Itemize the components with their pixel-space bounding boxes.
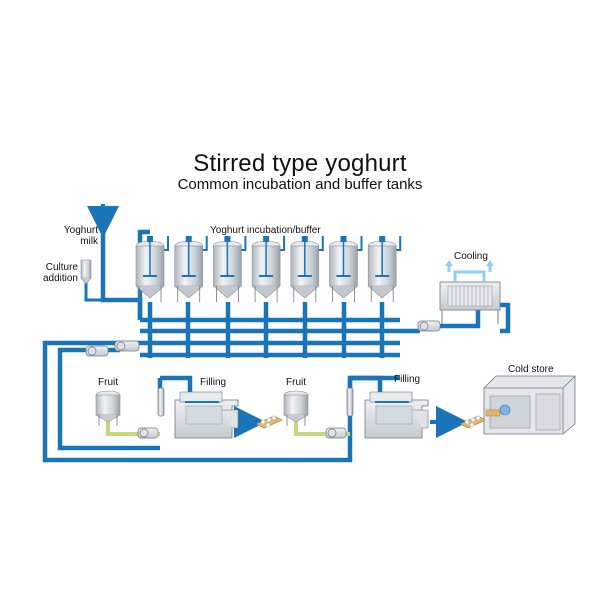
label-fruit-1: Fruit (98, 377, 118, 388)
fruit-tank-2 (283, 390, 309, 426)
pump-2 (85, 345, 109, 357)
pump-1 (114, 340, 140, 352)
label-incubation: Yoghurt incubation/buffer (210, 225, 321, 236)
label-yoghurt-milk: Yoghurt milk (63, 225, 98, 247)
label-culture-addition: Culture addition (42, 262, 78, 284)
label-fruit-2: Fruit (286, 377, 306, 388)
inline-mixer-1 (157, 387, 165, 417)
culture-pipe (84, 278, 103, 302)
fruit-pipe-2 (294, 418, 328, 436)
cup-pack-2 (459, 415, 487, 429)
incubation-tank-1 (135, 236, 169, 302)
incubation-tank-7 (367, 236, 402, 302)
inline-mixer-2 (346, 387, 354, 417)
filler2-top (350, 375, 383, 395)
label-cooling: Cooling (454, 251, 488, 262)
pump-3 (417, 320, 441, 332)
label-filling-2: Filling (394, 374, 421, 385)
diagram-subtitle: Common incubation and buffer tanks (177, 176, 423, 193)
incubation-tank-3 (213, 236, 247, 302)
fruit-pump-2 (325, 427, 347, 439)
fruit-tank-1 (95, 390, 121, 426)
incubation-tanks (135, 236, 402, 302)
cooling-in-pipe (438, 305, 481, 329)
fruit-pipe-1 (106, 418, 140, 436)
incubation-tank-5 (290, 236, 324, 302)
filling-machine-2 (364, 391, 429, 439)
cup-pack-1 (255, 415, 283, 429)
diagram-title: Stirred type yoghurt (193, 150, 407, 177)
incubation-tank-2 (174, 236, 208, 302)
label-filling-1: Filling (200, 377, 227, 388)
culture-vessel (80, 259, 92, 285)
filler1-top (160, 375, 193, 395)
incubation-tank-4 (251, 236, 286, 302)
top-feed-a (137, 229, 150, 320)
plate-cooler (439, 260, 501, 324)
label-cold-store: Cold store (508, 364, 554, 375)
filling-machine-1 (174, 391, 239, 439)
cold-store (483, 375, 576, 435)
milk-inlet-pipe (100, 212, 143, 320)
fruit-pump-1 (137, 427, 159, 439)
incubation-tank-6 (329, 236, 363, 302)
